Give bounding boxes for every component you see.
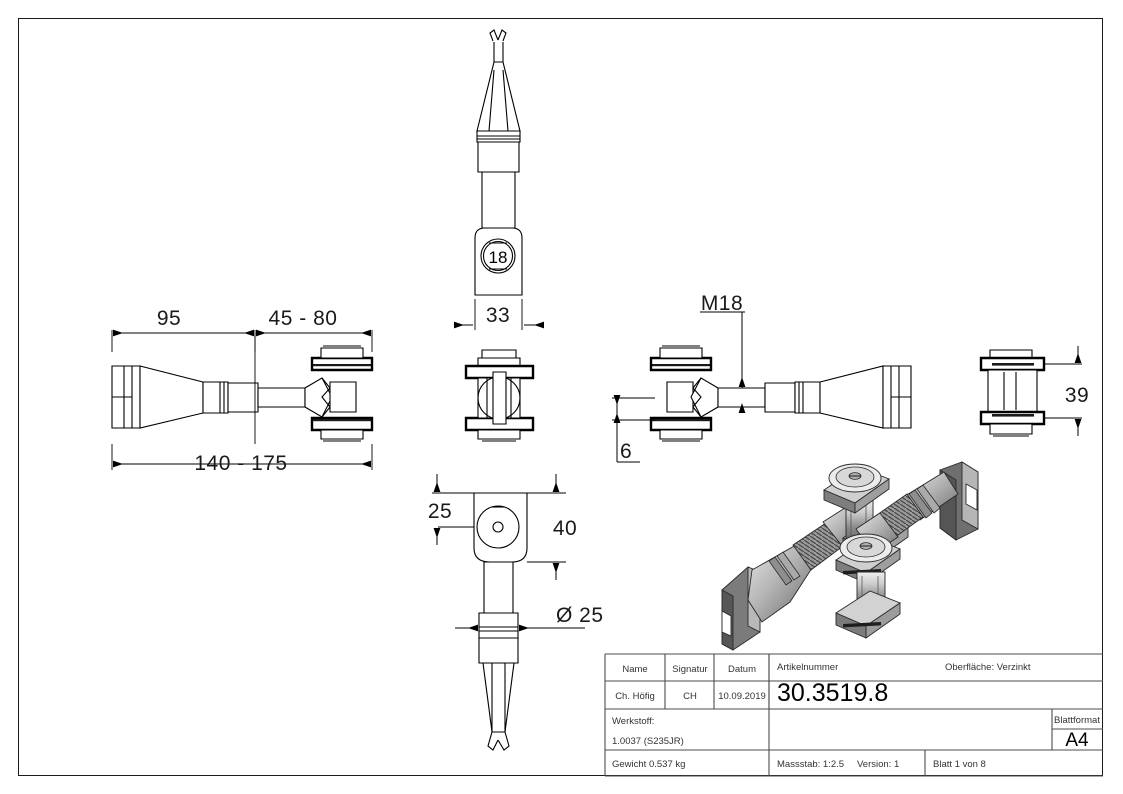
drawing-frame-border bbox=[18, 18, 1103, 776]
